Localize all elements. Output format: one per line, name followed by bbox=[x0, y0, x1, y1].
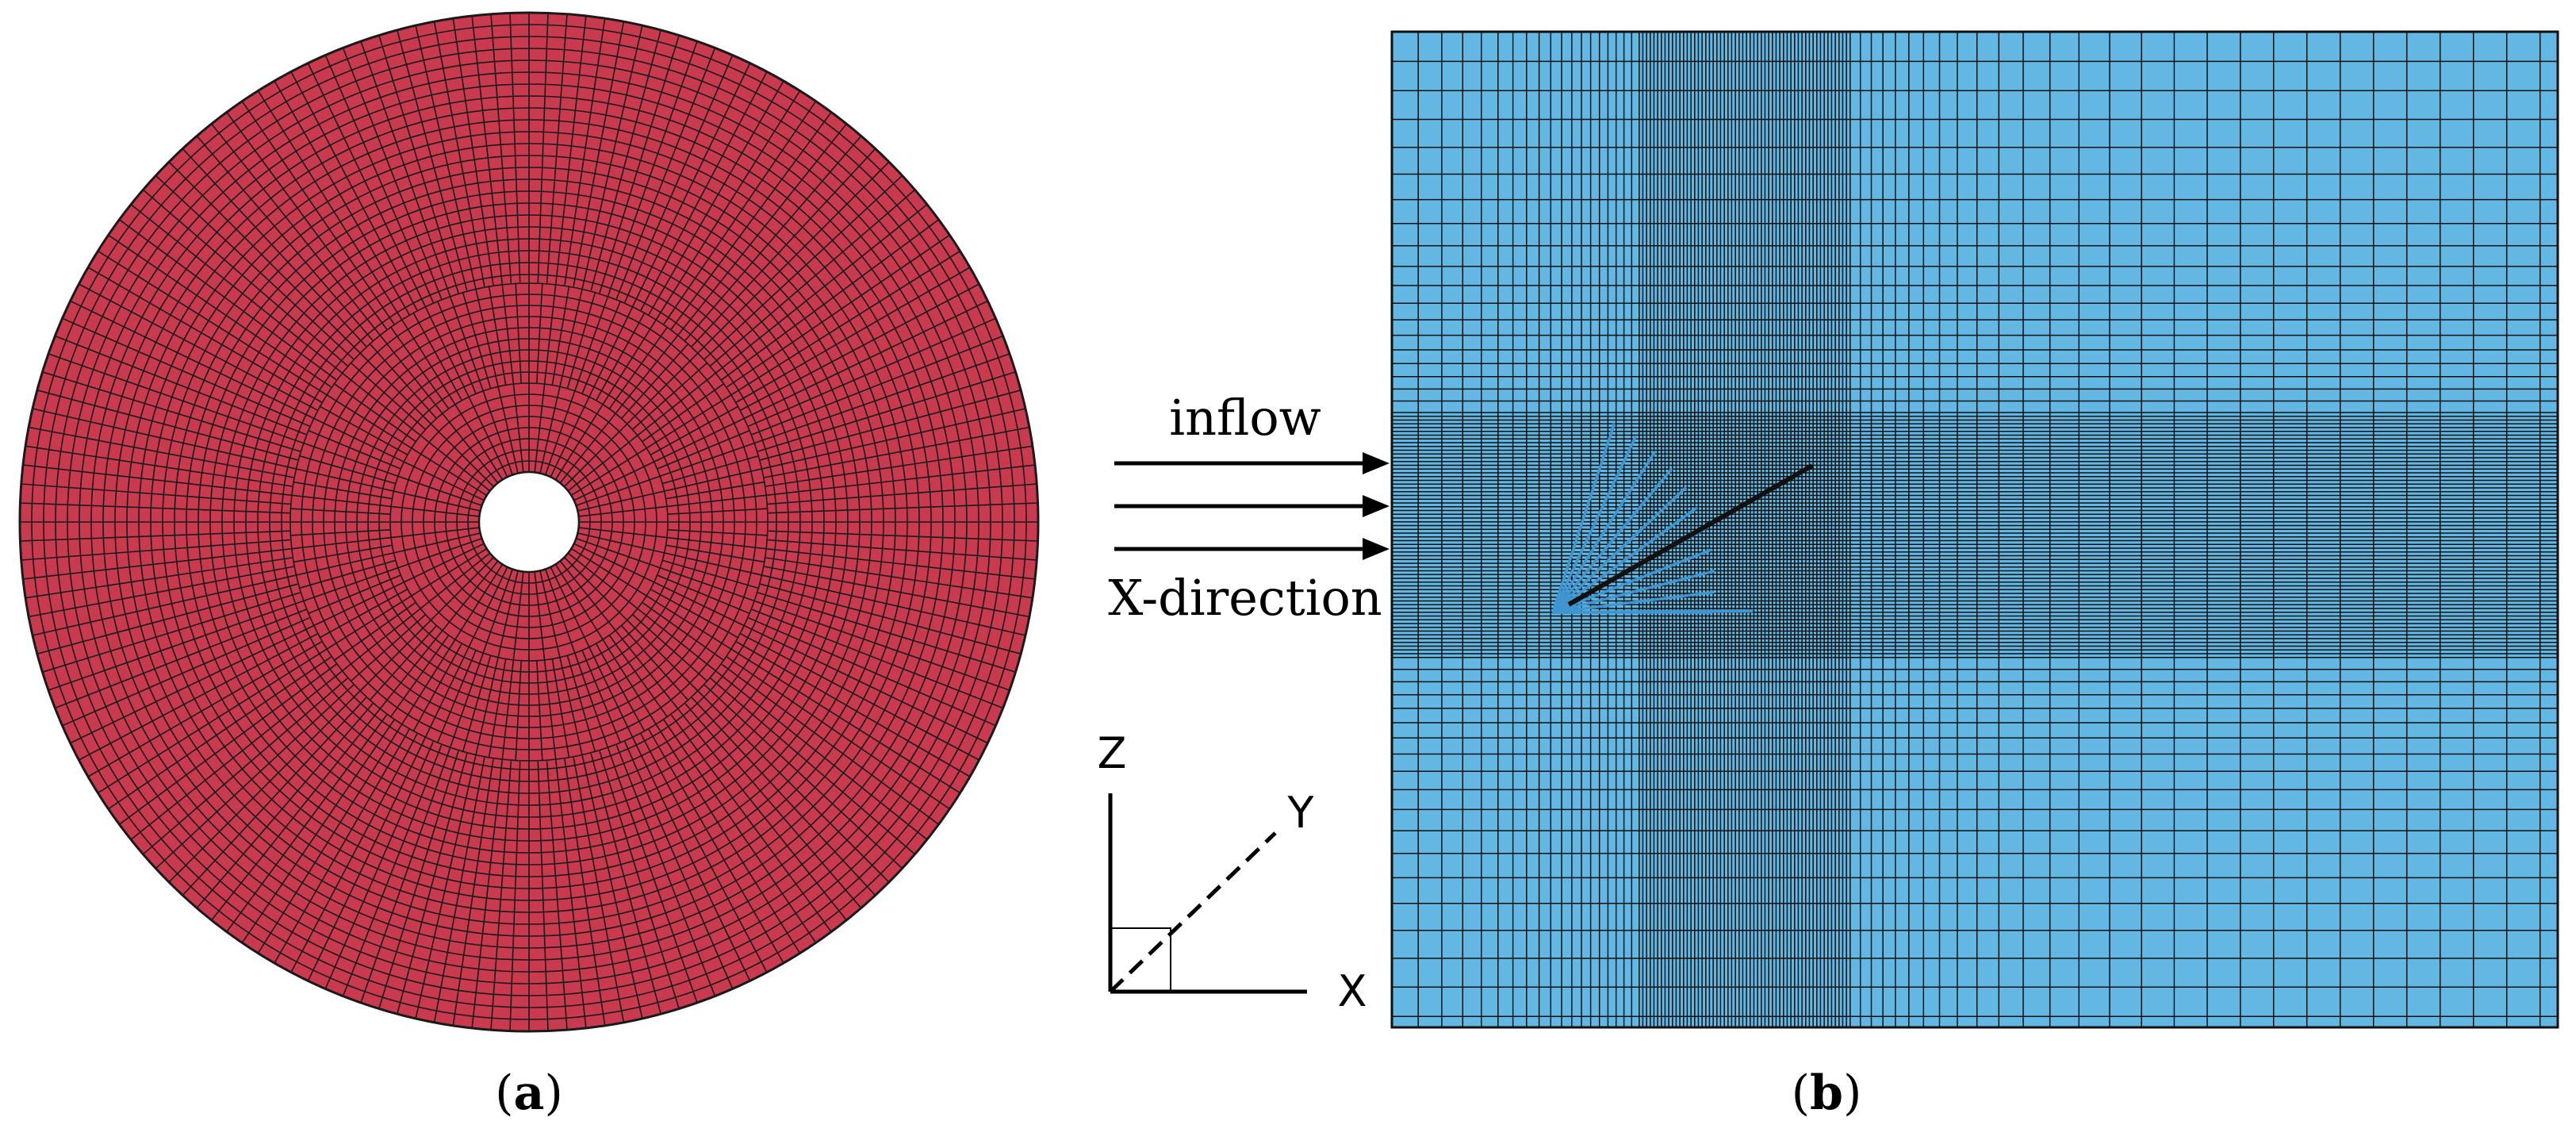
blade-line bbox=[1551, 486, 1687, 614]
hub-hole bbox=[477, 470, 581, 574]
blade-line bbox=[1551, 506, 1699, 614]
mesh-horizontal-lines bbox=[1392, 31, 2558, 1018]
y-axis-label: Y bbox=[1287, 788, 1315, 838]
shaft-line bbox=[1567, 463, 1814, 607]
y-axis bbox=[1109, 831, 1277, 993]
inflow-arrowheads bbox=[1363, 452, 1390, 560]
arrowhead-1 bbox=[1363, 452, 1390, 474]
blade-line bbox=[1551, 436, 1637, 613]
disk-mesh-grid bbox=[19, 12, 1039, 1032]
blade-line bbox=[1551, 423, 1616, 613]
blade-line bbox=[1552, 548, 1712, 614]
blade-line bbox=[1551, 451, 1657, 613]
mesh-spokes bbox=[20, 13, 1038, 1031]
blade-line bbox=[1551, 467, 1673, 614]
arrowhead-3 bbox=[1363, 538, 1390, 560]
panel-a: (a) bbox=[18, 11, 1040, 1121]
mesh-spokes bbox=[289, 282, 769, 762]
mesh-spokes bbox=[390, 383, 668, 661]
axis-corner-box bbox=[1110, 927, 1171, 992]
blade-line bbox=[1552, 609, 1754, 614]
z-axis-label: Z bbox=[1098, 728, 1127, 778]
x-axis-label: X bbox=[1338, 966, 1367, 1016]
arrowhead-2 bbox=[1363, 495, 1390, 517]
panel-b: (b) bbox=[1390, 30, 2559, 1121]
domain-mesh-grid bbox=[1391, 31, 2558, 1027]
blade-line bbox=[1552, 590, 1715, 614]
coordinate-axes bbox=[1108, 793, 1307, 994]
caption-b: (b) bbox=[1792, 1065, 1862, 1121]
blade-line bbox=[1552, 570, 1715, 614]
inflow-annotation: inflow X-direction bbox=[1108, 389, 1390, 627]
inflow-label: inflow bbox=[1169, 389, 1321, 447]
x-direction-label: X-direction bbox=[1108, 569, 1382, 627]
blade-lines bbox=[1551, 423, 1814, 614]
inflow-arrows bbox=[1114, 461, 1368, 551]
caption-a: (a) bbox=[495, 1065, 563, 1121]
